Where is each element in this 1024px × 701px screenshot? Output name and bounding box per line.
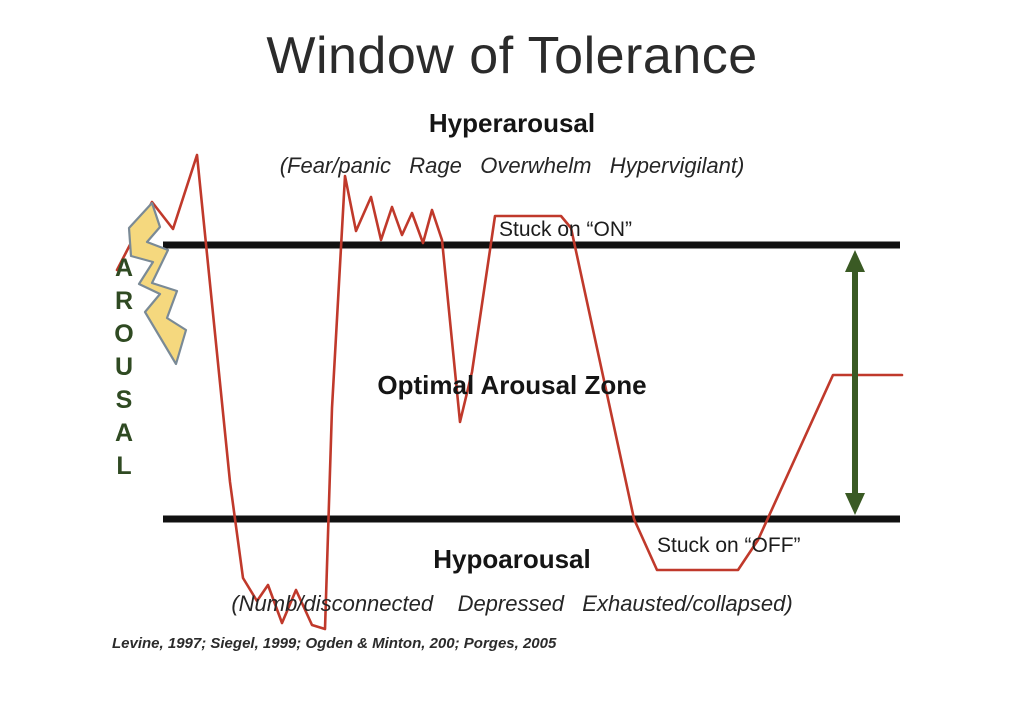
arousal-letter: A <box>114 419 134 447</box>
window-range-arrow <box>845 250 865 515</box>
arousal-letter: U <box>114 353 134 381</box>
hyperarousal-descriptors: (Fear/panic Rage Overwhelm Hypervigilant… <box>279 153 745 178</box>
hyperarousal-heading: Hyperarousal <box>428 108 596 138</box>
arousal-letter: R <box>114 287 134 315</box>
arousal-letter: L <box>116 452 132 480</box>
range-arrow-head-up <box>845 250 865 272</box>
hypoarousal-heading: Hypoarousal <box>433 544 591 574</box>
stuck-on-annotation: Stuck on “ON” <box>499 218 633 241</box>
arousal-letter: S <box>115 386 133 414</box>
arousal-letter: O <box>114 320 134 348</box>
optimal-arousal-zone-label: Optimal Arousal Zone <box>377 370 647 400</box>
range-arrow-head-down <box>845 493 865 515</box>
arousal-letter: A <box>114 254 134 282</box>
stuck-off-annotation: Stuck on “OFF” <box>657 534 801 557</box>
arousal-trace-line <box>115 153 904 631</box>
page-title: Window of Tolerance <box>266 27 758 85</box>
citation-text: Levine, 1997; Siegel, 1999; Ogden & Mint… <box>112 635 557 652</box>
lightning-bolt-icon <box>127 201 188 366</box>
hypoarousal-descriptors: (Numb/disconnected Depressed Exhausted/c… <box>231 591 793 616</box>
